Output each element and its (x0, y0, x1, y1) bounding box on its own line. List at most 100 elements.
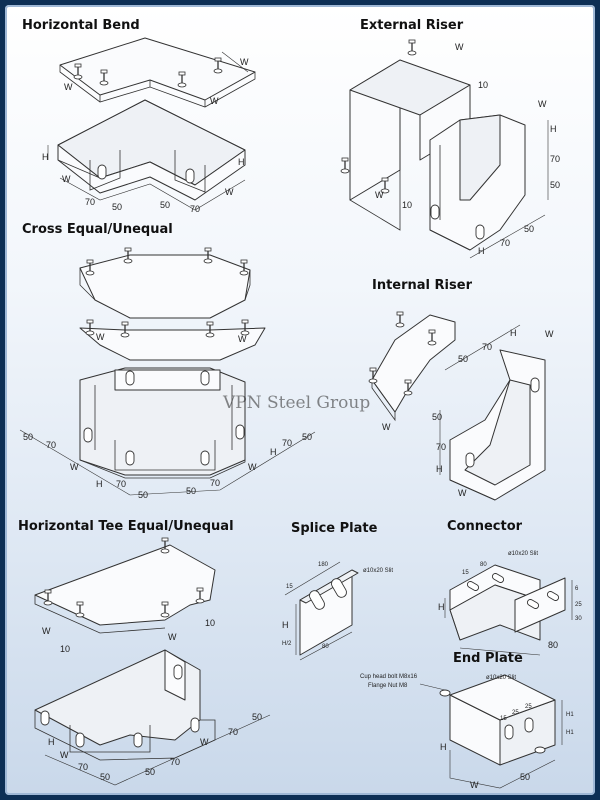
dim-70: 70 (550, 154, 560, 164)
dim-50: 50 (524, 224, 534, 234)
dim-w: W (248, 462, 257, 472)
dim-70: 70 (282, 438, 292, 448)
dim-w: W (382, 422, 391, 432)
dim-w: W (70, 462, 79, 472)
dim-70: 70 (190, 204, 200, 214)
cross-cover-top (79, 247, 251, 319)
dim-h1: H1 (566, 730, 574, 736)
dim-50: 50 (138, 490, 148, 500)
horizontal-bend-title: Horizontal Bend (22, 18, 140, 33)
dim-w: W (458, 488, 467, 498)
dim-70: 70 (482, 342, 492, 352)
dim-w: W (470, 780, 479, 790)
dim-h: H (436, 464, 443, 474)
dim-10: 10 (60, 644, 70, 654)
dim-50: 50 (252, 712, 262, 722)
dim-10: 10 (205, 618, 215, 628)
dim-w: W (64, 82, 73, 92)
drawing-sheet: W W W H W 70 50 50 70 W H W 10 W H 70 50… (5, 5, 595, 795)
connector-title: Connector (447, 519, 523, 534)
cross-title: Cross Equal/Unequal (22, 222, 173, 237)
dim-50: 50 (112, 202, 122, 212)
dim-70: 70 (170, 757, 180, 767)
dim-6: 6 (575, 586, 579, 592)
dim-w: W (42, 626, 51, 636)
dim-70: 70 (116, 479, 126, 489)
dim-h: H (550, 124, 557, 134)
tee-cover (34, 537, 216, 634)
dim-slit: ø10x20 Slit (486, 675, 516, 681)
dim-w: W (200, 737, 209, 747)
splice-plate-title: Splice Plate (291, 521, 378, 536)
dim-w: W (225, 187, 234, 197)
dim-w: W (545, 329, 554, 339)
dim-70: 70 (78, 762, 88, 772)
dim-slit: ø10x20 Slit (363, 568, 393, 574)
technical-drawing: W W W H W 70 50 50 70 W H W 10 W H 70 50… (19, 37, 582, 790)
dim-h: H (238, 157, 245, 167)
internal-riser-tray (449, 349, 546, 501)
dim-h1: H1 (566, 712, 574, 718)
dim-70: 70 (436, 442, 446, 452)
connector-dim-labels: ø10x20 Slit 15 80 H 6 25 30 80 (438, 551, 582, 650)
dim-50: 50 (160, 200, 170, 210)
dim-80: 80 (322, 644, 329, 650)
dim-w: W (168, 632, 177, 642)
cross-tray (79, 367, 246, 479)
dim-25: 25 (575, 602, 582, 608)
end-plate (419, 674, 563, 789)
dim-50: 50 (23, 432, 33, 442)
horizontal-bend-dim-labels: W W W H W 70 50 50 70 W H (42, 57, 249, 214)
dim-h2: H/2 (282, 641, 292, 647)
dim-50: 50 (520, 772, 530, 782)
dim-w: W (238, 334, 247, 344)
dim-h: H (48, 737, 55, 747)
dim-15: 15 (500, 716, 507, 722)
tee-tray (34, 649, 216, 761)
dim-h: H (510, 328, 517, 338)
dim-h: H (478, 246, 485, 256)
end-plate-dim-labels: Cup head bolt M8x16 Flange Nut M8 ø10x20… (360, 674, 574, 790)
splice-plate (284, 561, 359, 661)
dim-w: W (62, 174, 71, 184)
dim-h: H (282, 620, 289, 630)
dim-15: 15 (286, 584, 293, 590)
internal-riser-title: Internal Riser (372, 278, 472, 293)
dim-w: W (210, 96, 219, 106)
dim-70: 70 (46, 440, 56, 450)
dim-h: H (96, 479, 103, 489)
dim-nut: Flange Nut M8 (368, 683, 408, 689)
dim-50: 50 (100, 772, 110, 782)
dim-w: W (60, 750, 69, 760)
dim-15: 15 (462, 570, 469, 576)
end-plate-title: End Plate (453, 651, 523, 666)
tee-dim-labels: W 10 W 10 H W 70 50 50 70 W 70 50 (42, 618, 271, 786)
splice-plate-dim-labels: ø10x20 Slit 180 15 H H/2 80 (282, 562, 393, 650)
horizontal-tee-title: Horizontal Tee Equal/Unequal (18, 519, 234, 534)
dim-50: 50 (432, 412, 442, 422)
watermark: VPN Steel Group (223, 393, 371, 413)
horizontal-bend-tray (57, 99, 246, 201)
dim-h: H (438, 602, 445, 612)
dim-50: 50 (145, 767, 155, 777)
dim-bolt: Cup head bolt M8x16 (360, 674, 418, 680)
external-riser-title: External Riser (360, 18, 464, 33)
connector (444, 564, 573, 656)
external-riser-tray (429, 114, 526, 251)
dim-slit: ø10x20 Slit (508, 551, 538, 557)
dim-70: 70 (500, 238, 510, 248)
dim-h: H (270, 447, 277, 457)
dim-w: W (240, 57, 249, 67)
dim-50: 50 (550, 180, 560, 190)
dim-w: W (375, 190, 384, 200)
dim-180: 180 (318, 562, 329, 568)
dim-25: 25 (525, 704, 532, 710)
dim-50: 50 (186, 486, 196, 496)
dim-25: 25 (512, 710, 519, 716)
horizontal-bend-cover (59, 37, 256, 108)
dim-w: W (455, 42, 464, 52)
dim-30: 30 (575, 616, 582, 622)
dim-80: 80 (548, 640, 558, 650)
dim-h: H (42, 152, 49, 162)
external-riser-dim-labels: W 10 W H 70 50 W 10 H 70 50 (375, 42, 560, 259)
